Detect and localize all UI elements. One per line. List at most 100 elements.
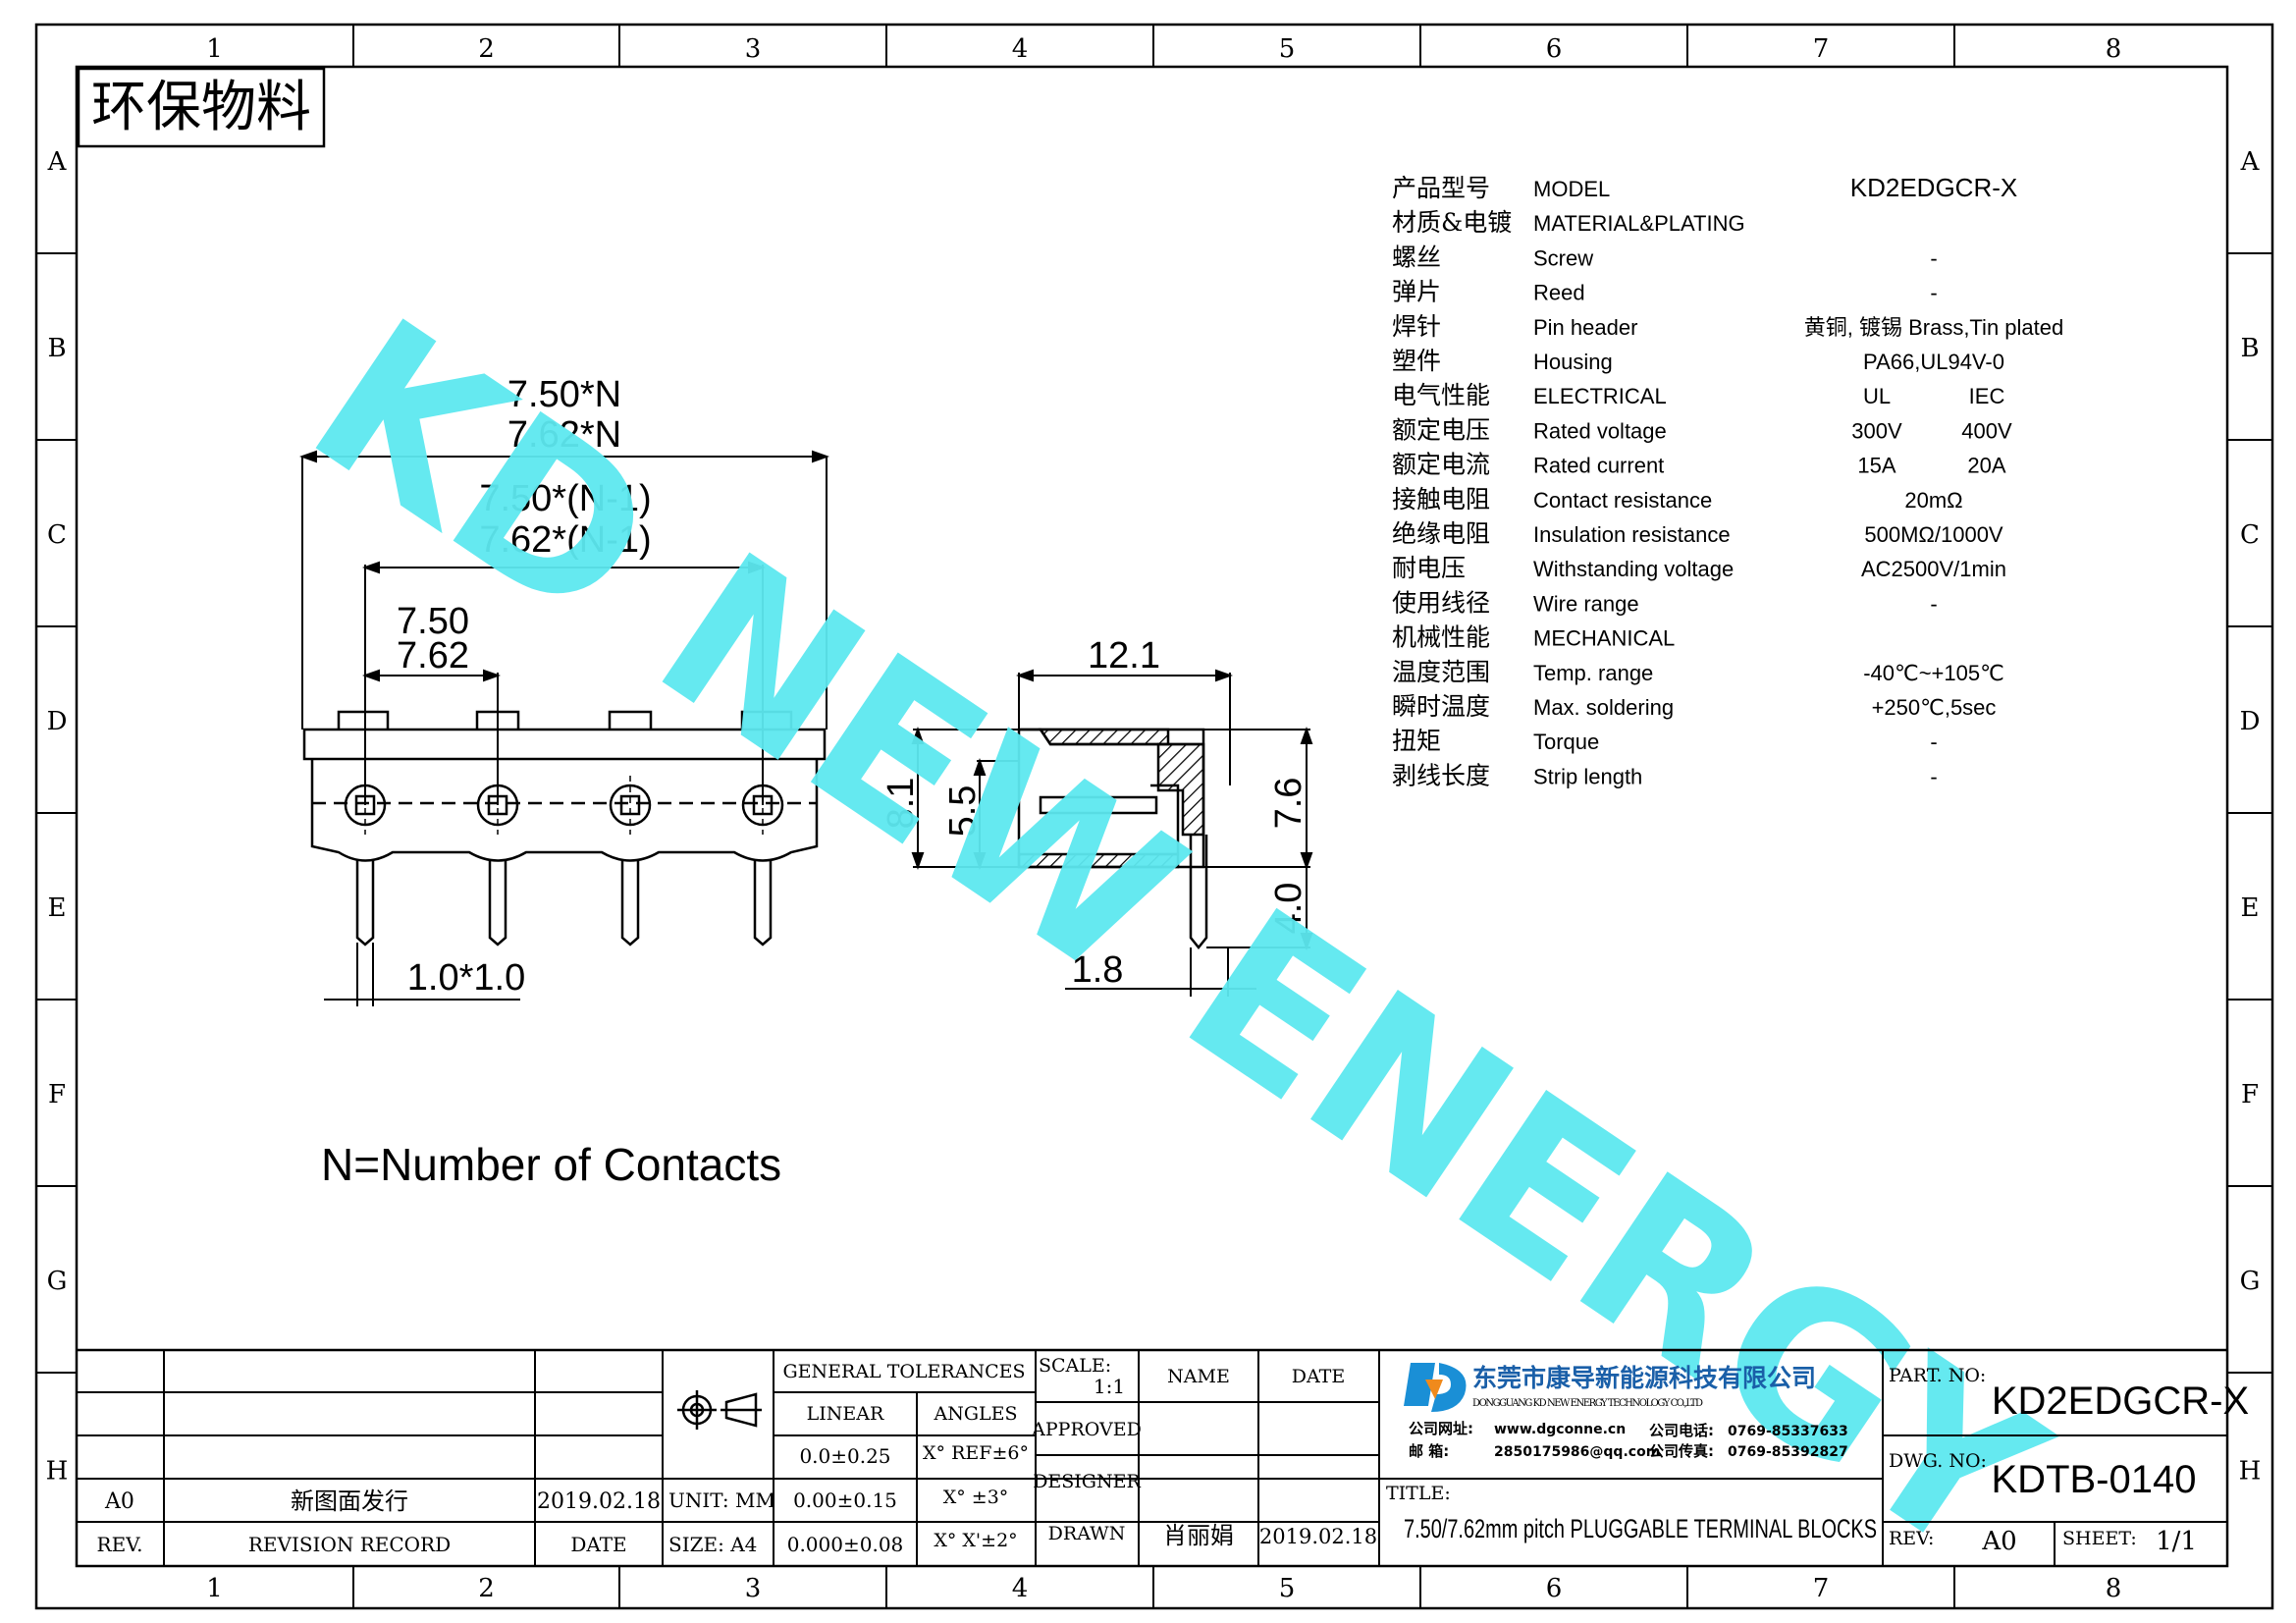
frame-col-label: 6: [1546, 34, 1563, 64]
spec-label-en: Pin header: [1533, 315, 1637, 340]
rev-no-value: A0: [1981, 1527, 2016, 1556]
part-no-value: KD2EDGCR-X: [1992, 1380, 2249, 1423]
frame-row-label: A: [47, 147, 68, 177]
frame-row-label: G: [2240, 1267, 2261, 1296]
spec-value-ul: UL: [1863, 384, 1891, 408]
side-view: [1017, 728, 1208, 950]
frame-col-label: 4: [1012, 34, 1029, 64]
projection-symbol-icon: [677, 1390, 762, 1430]
dim-span-b: 7.62*(N-1): [479, 519, 651, 561]
dim-offset: 1.8: [1072, 949, 1124, 991]
spec-label-cn: 使用线径: [1392, 588, 1490, 617]
frame-col-label: 3: [745, 34, 762, 64]
rev-value: A0: [104, 1489, 134, 1514]
frame-row-label: H: [46, 1457, 69, 1487]
spec-label-en: Insulation resistance: [1533, 522, 1731, 547]
spec-label-en: Strip length: [1533, 764, 1642, 788]
email-label: 邮 箱:: [1409, 1442, 1449, 1460]
spec-label-cn: 额定电流: [1392, 451, 1490, 479]
contact-terminal: [609, 776, 652, 947]
spec-label-en: Wire range: [1533, 591, 1639, 616]
spec-label-cn: 扭矩: [1392, 727, 1441, 755]
spec-label-en: ELECTRICAL: [1533, 384, 1667, 408]
dim-total-a: 7.50*N: [507, 374, 621, 415]
frame-col-label: 3: [745, 1574, 762, 1603]
spec-label-cn: 材质&电镀: [1392, 208, 1512, 237]
spec-label-en: Rated current: [1533, 454, 1664, 478]
spec-label-cn: 机械性能: [1392, 623, 1490, 652]
frame-col-label: 6: [1546, 1574, 1563, 1603]
spec-value: 20mΩ: [1904, 488, 1962, 513]
sheet-value: 1/1: [2156, 1527, 2197, 1556]
drawn-date: 2019.02.18: [1259, 1525, 1377, 1548]
phone-label: 公司电话:: [1649, 1422, 1714, 1439]
spec-label-en: Max. soldering: [1533, 695, 1674, 720]
linear-header: LINEAR: [807, 1403, 884, 1425]
front-view-dimensions: [299, 450, 829, 1006]
date-col-header: DATE: [1292, 1366, 1345, 1387]
spec-value: -: [1930, 730, 1937, 754]
frame-row-label: H: [2239, 1457, 2262, 1487]
spec-value-ul: 300V: [1851, 418, 1902, 443]
dim-height: 8.1: [881, 778, 922, 830]
frame-row-label: C: [2240, 520, 2260, 550]
spec-value-iec: IEC: [1969, 384, 2005, 408]
frame-row-label: D: [2240, 707, 2261, 736]
scale-label: SCALE:: [1039, 1355, 1111, 1377]
date-header: DATE: [570, 1533, 626, 1556]
spec-label-cn: 电气性能: [1392, 381, 1490, 409]
side-view-dimensions: [911, 669, 1313, 997]
spec-value: 黄铜, 镀锡 Brass,Tin plated: [1804, 315, 2063, 340]
spec-label-cn: 弹片: [1392, 278, 1441, 306]
drawing-title: 7.50/7.62mm pitch PLUGGABLE TERMINAL BLO…: [1404, 1514, 1877, 1543]
scale-value: 1:1: [1094, 1375, 1125, 1398]
spec-value: -40℃~+105℃: [1863, 661, 2004, 685]
angles-header: ANGLES: [933, 1403, 1017, 1425]
spec-value: +250℃,5sec: [1872, 695, 1997, 720]
spec-label-cn: 额定电压: [1392, 415, 1490, 444]
eco-label: 环保物料: [91, 76, 311, 139]
title-label: TITLE:: [1386, 1483, 1451, 1504]
tol-angles-3: X° X'±2°: [934, 1530, 1017, 1551]
spec-label-cn: 接触电阻: [1392, 485, 1490, 514]
email-value: 2850175986@qq.com: [1494, 1444, 1660, 1460]
spec-label-en: Housing: [1533, 350, 1613, 374]
tol-angles-2: X° ±3°: [943, 1487, 1009, 1508]
spec-label-en: MECHANICAL: [1533, 626, 1675, 651]
spec-label-cn: 绝缘电阻: [1392, 519, 1490, 548]
spec-value: -: [1930, 245, 1937, 270]
spec-value: -: [1930, 764, 1937, 788]
drawn-name: 肖丽娟: [1163, 1522, 1234, 1549]
designer-label: DESIGNER: [1033, 1471, 1141, 1492]
rev-date: 2019.02.18: [537, 1489, 661, 1514]
frame-col-label: 1: [206, 34, 223, 64]
spec-label-en: Screw: [1533, 245, 1593, 270]
dim-right: 7.6: [1268, 778, 1309, 830]
frame-col-label: 7: [1813, 1574, 1830, 1603]
frame-col-label: 5: [1279, 1574, 1296, 1603]
dim-inner: 5.5: [942, 785, 984, 838]
spec-label-cn: 瞬时温度: [1392, 692, 1490, 721]
dim-pitch-b: 7.62: [397, 635, 469, 676]
website-label: 公司网址:: [1409, 1420, 1473, 1437]
dwg-no-label: DWG. NO:: [1889, 1450, 1987, 1472]
dim-pin: 1.0*1.0: [407, 957, 525, 999]
spec-label-en: Temp. range: [1533, 661, 1653, 685]
spec-label-cn: 温度范围: [1392, 658, 1490, 686]
frame-col-label: 4: [1012, 1574, 1029, 1603]
spec-label-en: Torque: [1533, 730, 1599, 754]
spec-model-value: KD2EDGCR-X: [1850, 173, 2017, 202]
frame-col-label: 1: [206, 1574, 223, 1603]
fax-value: 0769-85392827: [1728, 1444, 1848, 1460]
part-no-label: PART. NO:: [1889, 1365, 1986, 1386]
frame-row-label: F: [2241, 1080, 2259, 1109]
general-tolerances: GENERAL TOLERANCES: [782, 1361, 1025, 1382]
watermark: KD NEW ENERGY: [271, 273, 2083, 1607]
frame-row-label: G: [47, 1267, 68, 1296]
frame-row-label: A: [2240, 147, 2261, 177]
frame-col-label: 2: [478, 1574, 495, 1603]
company-logo-icon: [1404, 1363, 1467, 1412]
spec-label-en: Withstanding voltage: [1533, 557, 1734, 581]
revision-record-header: REVISION RECORD: [248, 1533, 451, 1556]
